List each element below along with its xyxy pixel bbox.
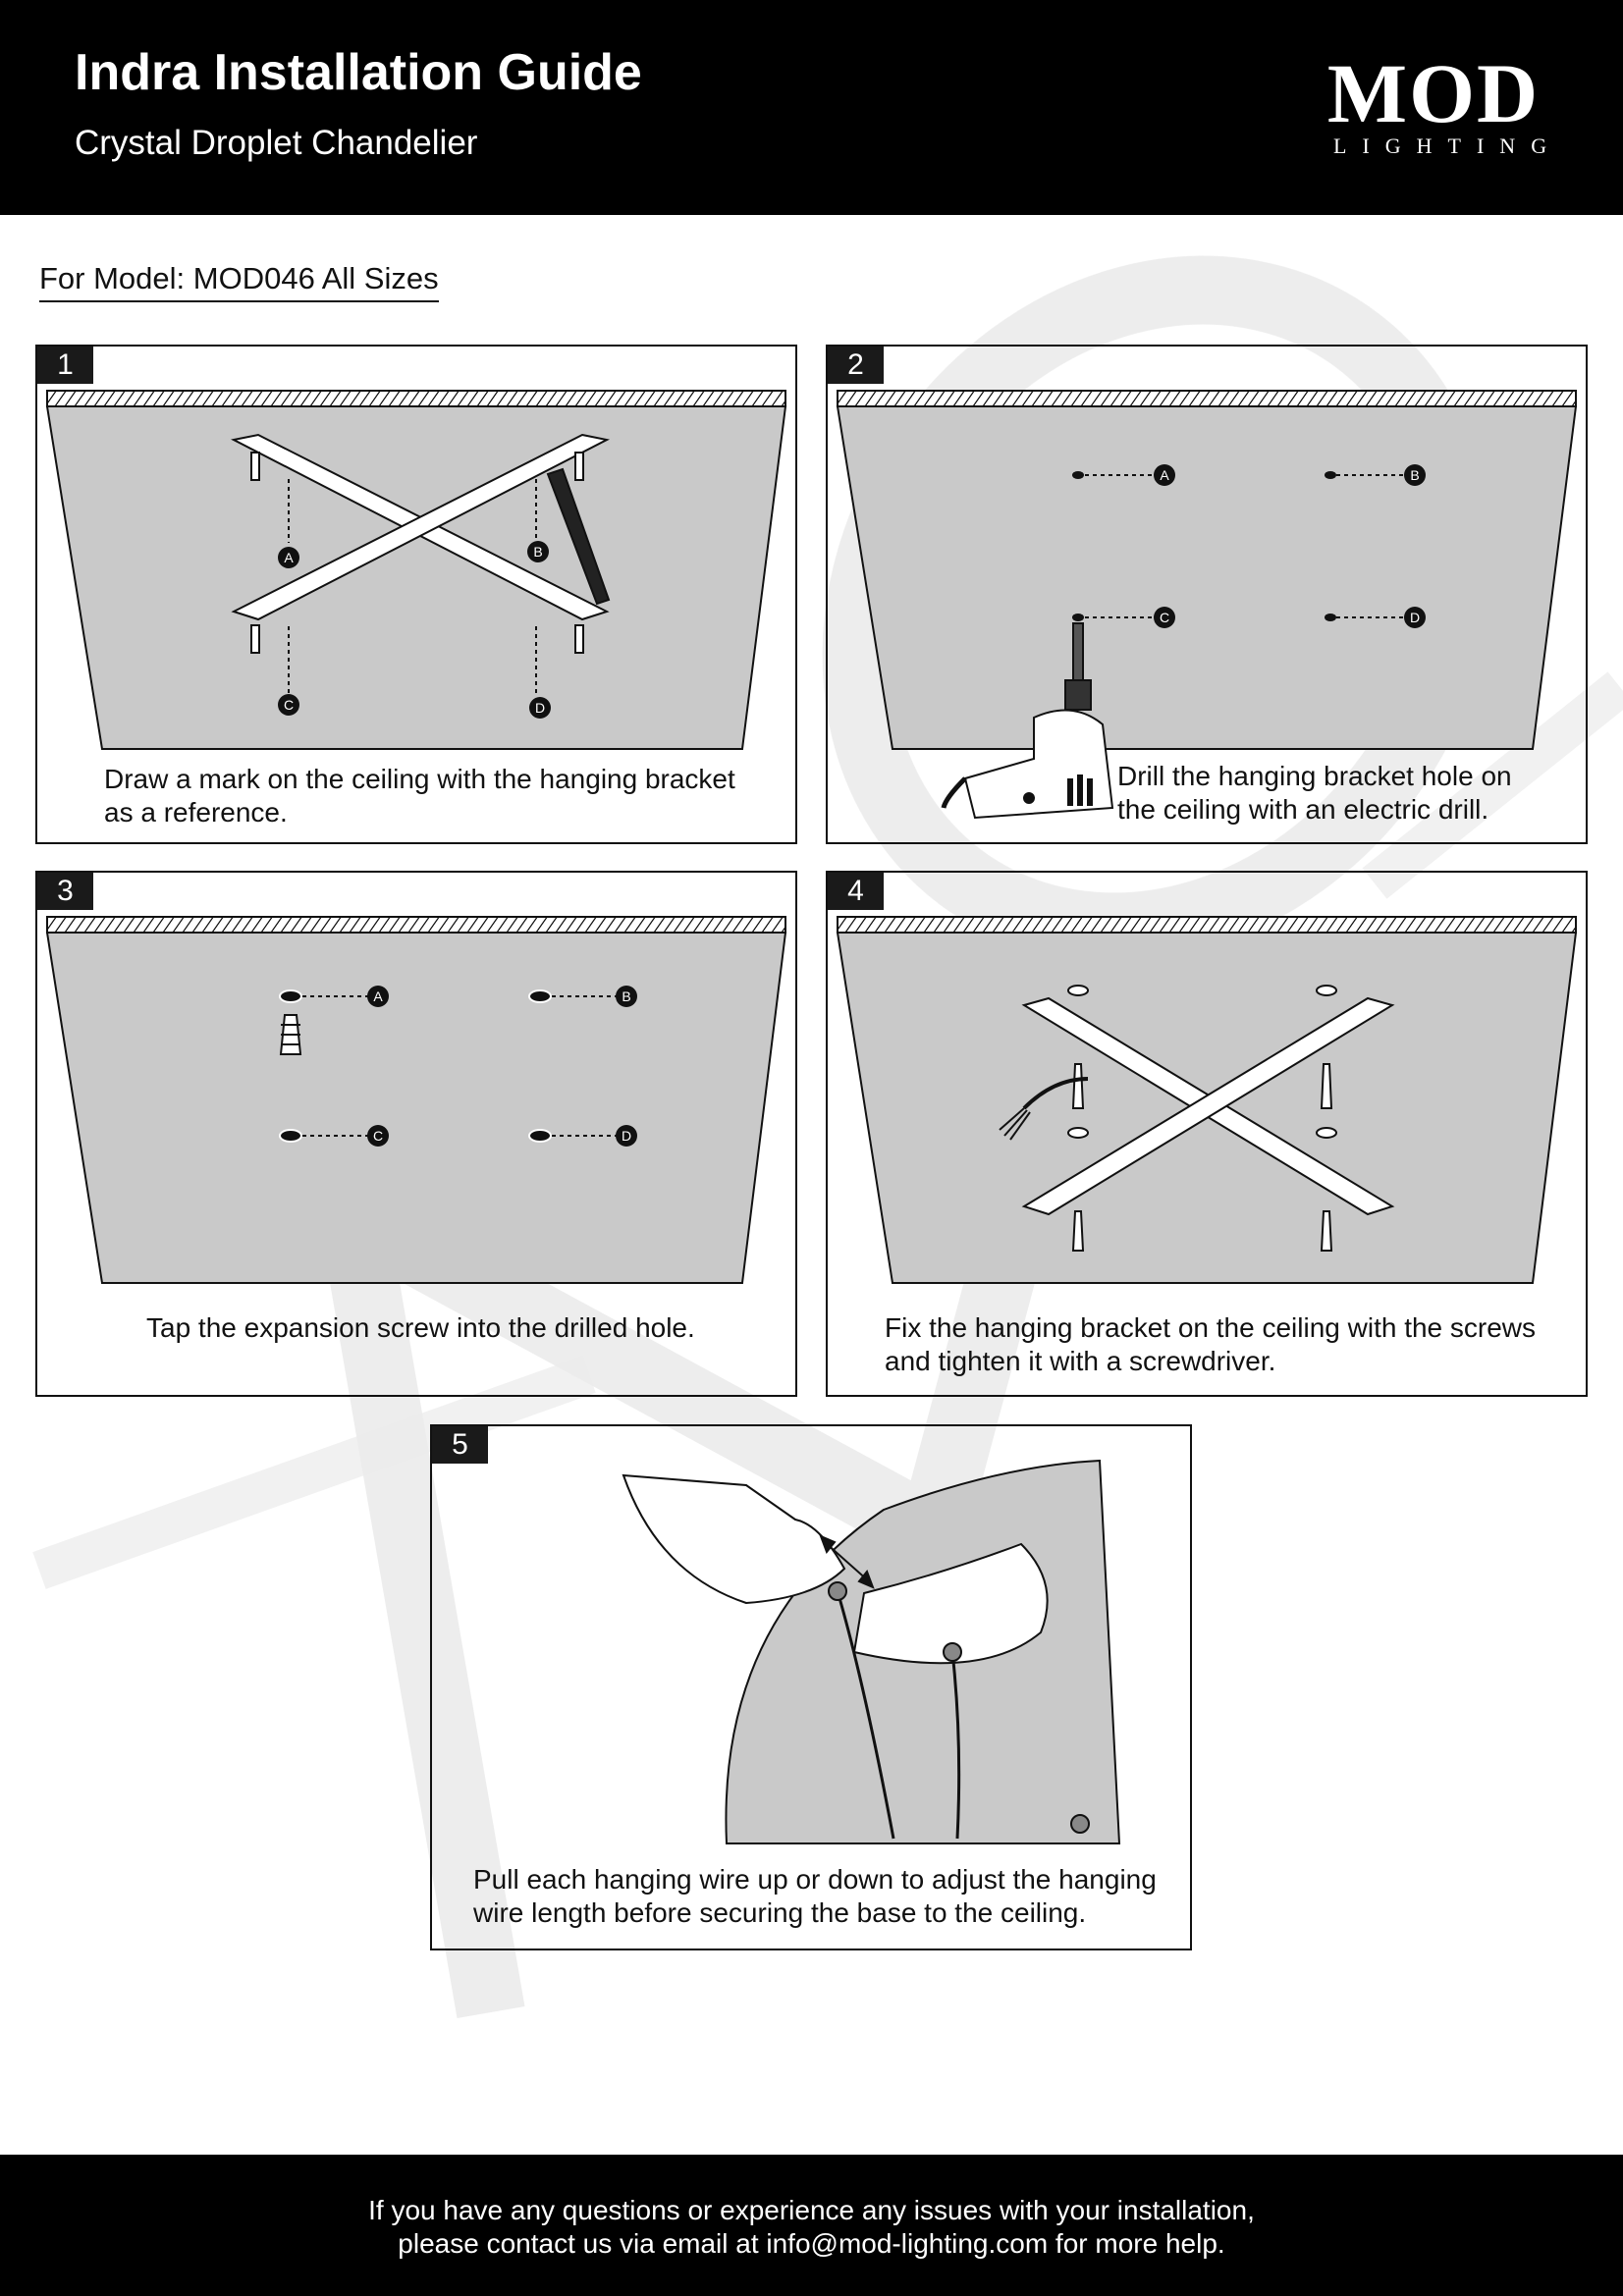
step-1-panel: A B C D 1 Draw a mark on the ceiling wit…: [35, 345, 797, 844]
step3-marker-b: B: [622, 988, 630, 1004]
step-1-number: 1: [37, 347, 93, 384]
step1-marker-a: A: [284, 550, 294, 565]
step3-marker-d: D: [622, 1128, 631, 1144]
double-arrow-icon: [819, 1534, 875, 1589]
step-4-caption-line: Fix the hanging bracket on the ceiling w…: [885, 1312, 1537, 1343]
step1-marker-c: C: [284, 697, 294, 713]
footer-bar: If you have any questions or experience …: [0, 2155, 1623, 2296]
step2-marker-a: A: [1160, 467, 1169, 483]
step2-marker-b: B: [1410, 467, 1419, 483]
step-4-caption-line: and tighten it with a screwdriver.: [885, 1346, 1276, 1376]
brand-logo: MOD LIGHTING: [1316, 51, 1551, 159]
footer-line: If you have any questions or experience …: [368, 2195, 1255, 2225]
step-2-number: 2: [828, 347, 884, 384]
step-1-caption: Draw a mark on the ceiling with the hang…: [104, 763, 735, 829]
step-4-number: 4: [828, 873, 884, 910]
screw-icon: [1067, 985, 1337, 1252]
page-subtitle: Crystal Droplet Chandelier: [75, 124, 478, 162]
step-3-panel: A B C D 3 Tap the expansion screw into t…: [35, 871, 797, 1397]
step-2-illustration: A B C D: [836, 390, 1578, 820]
step-2-caption-line: the ceiling with an electric drill.: [1117, 794, 1489, 825]
page-title: Indra Installation Guide: [75, 44, 642, 101]
step-2-panel: A B C D 2 Drill the hanging bracket hole…: [826, 345, 1588, 844]
model-label: For Model: MOD046 All Sizes: [39, 261, 439, 302]
step-4-illustration: [836, 916, 1578, 1284]
step-3-caption: Tap the expansion screw into the drilled…: [146, 1311, 695, 1345]
footer-line: please contact us via email at info@mod-…: [398, 2228, 1225, 2259]
step-5-illustration: [622, 1459, 1121, 1844]
header-bar: Indra Installation Guide Crystal Droplet…: [0, 0, 1623, 215]
step3-marker-c: C: [373, 1128, 383, 1144]
step-4-caption: Fix the hanging bracket on the ceiling w…: [885, 1311, 1536, 1378]
step-2-caption-line: Drill the hanging bracket hole on: [1117, 761, 1512, 791]
step1-marker-d: D: [535, 700, 545, 716]
hand-icon: [622, 1473, 1049, 1665]
step-1-caption-line: as a reference.: [104, 797, 288, 828]
step2-marker-d: D: [1410, 610, 1420, 625]
step-3-caption-line: Tap the expansion screw into the drilled…: [146, 1312, 695, 1343]
step-4-panel: 4 Fix the hanging bracket on the ceiling…: [826, 871, 1588, 1397]
logo-wordmark: MOD: [1326, 46, 1541, 140]
step-5-number: 5: [432, 1426, 488, 1464]
step1-marker-b: B: [533, 544, 542, 560]
step2-marker-c: C: [1160, 610, 1169, 625]
step-3-number: 3: [37, 873, 93, 910]
step-3-illustration: A B C D: [45, 916, 787, 1284]
step-5-panel: 5 Pull each hanging wire up or down to a…: [430, 1424, 1192, 1950]
expansion-screw-icon: [279, 1014, 302, 1055]
step-5-caption-line: Pull each hanging wire up or down to adj…: [473, 1864, 1157, 1895]
step-1-caption-line: Draw a mark on the ceiling with the hang…: [104, 764, 735, 794]
logo-subtext: LIGHTING: [1333, 133, 1563, 158]
step-2-caption: Drill the hanging bracket hole on the ce…: [1117, 760, 1512, 827]
step3-marker-a: A: [373, 988, 383, 1004]
drill-icon: [941, 622, 1114, 820]
step-1-illustration: A B C D: [45, 390, 787, 750]
step-5-caption-line: wire length before securing the base to …: [473, 1897, 1087, 1928]
step-5-caption: Pull each hanging wire up or down to adj…: [473, 1863, 1157, 1930]
footer-contact-text: If you have any questions or experience …: [0, 2194, 1623, 2261]
